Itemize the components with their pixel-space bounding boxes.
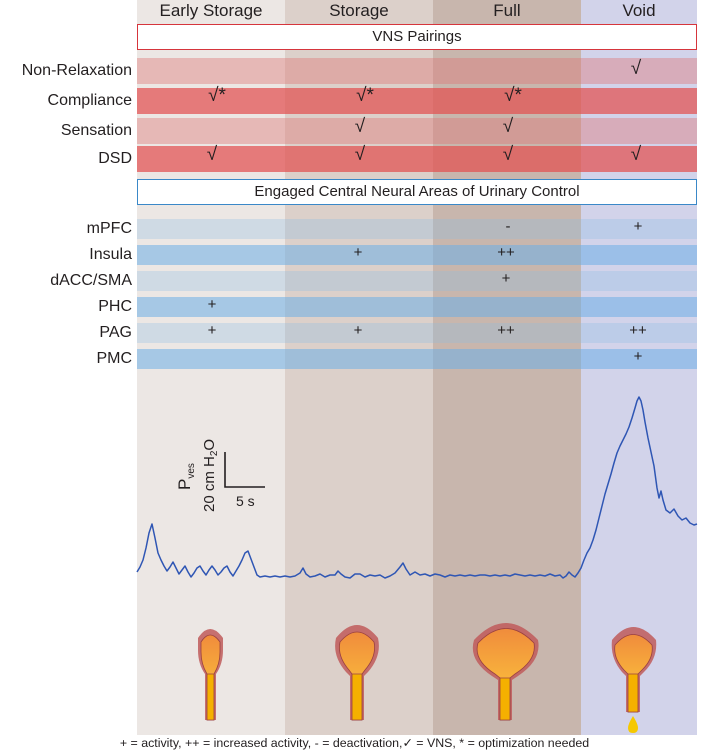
scale-bar: Pves 20 cm H2O 5 s — [175, 439, 265, 512]
scale-y-value: 20 cm H — [201, 456, 218, 512]
brain-cell: + — [207, 296, 217, 313]
phase-header-early-storage: Early Storage — [159, 1, 263, 20]
vns-row-label-compliance: Compliance — [47, 92, 132, 109]
brain-row-band — [137, 245, 697, 265]
brain-cell: ++ — [629, 322, 647, 339]
vns-row-band — [137, 88, 697, 114]
brain-row-band — [137, 219, 697, 239]
vns-cell: √ — [354, 144, 366, 165]
vns-pairings-title: VNS Pairings — [137, 24, 697, 50]
brain-cell: + — [207, 322, 217, 339]
scale-y-label-sub: ves — [186, 463, 197, 479]
brain-cell: + — [633, 218, 643, 235]
brain-label-pag: PAG — [99, 324, 132, 341]
vns-cell: √ — [206, 144, 218, 165]
vns-cell: √ — [354, 116, 366, 137]
brain-cell: ++ — [497, 244, 515, 261]
vns-cell: √* — [504, 85, 522, 106]
vns-cell: √ — [630, 144, 642, 165]
scale-y-label: P — [175, 479, 194, 490]
brain-label-insula: Insula — [89, 246, 132, 263]
phase-header-full: Full — [493, 1, 521, 20]
bladder-early-storage-icon — [198, 629, 223, 721]
brain-cell: + — [353, 322, 363, 339]
brain-cell: - — [505, 218, 511, 235]
bladder-void-icon — [611, 627, 657, 713]
vns-row-label-dsd: DSD — [98, 150, 132, 167]
phase-header-void: Void — [622, 1, 656, 20]
brain-label-pmc: PMC — [96, 350, 132, 367]
bladder-storage-icon — [335, 625, 379, 721]
brain-cell: + — [633, 348, 643, 365]
vns-cell: √* — [356, 85, 374, 106]
scale-y-value-end: O — [201, 439, 218, 451]
scale-y-value-sub: 2 — [209, 450, 220, 456]
brain-row-band — [137, 349, 697, 369]
brain-row-band — [137, 323, 697, 343]
urine-droplet-icon — [628, 716, 638, 733]
brain-cell: + — [501, 270, 511, 287]
vns-row-band — [137, 58, 697, 84]
vns-cell: √ — [502, 116, 514, 137]
brain-row-band — [137, 271, 697, 291]
vns-cell: √ — [502, 144, 514, 165]
pressure-trace-line — [136, 396, 698, 579]
brain-label-dacc-sma: dACC/SMA — [50, 272, 132, 289]
vns-row-band — [137, 146, 697, 172]
vns-row-label-sensation: Sensation — [60, 122, 132, 139]
scale-x-value: 5 s — [236, 493, 255, 509]
bladder-full-icon — [472, 623, 539, 721]
vns-cell: √ — [630, 58, 642, 79]
brain-label-mpfc: mPFC — [86, 220, 132, 237]
phase-header-storage: Storage — [329, 1, 389, 20]
vns-row-band — [137, 118, 697, 144]
vns-row-label-non-relaxation: Non-Relaxation — [21, 62, 132, 79]
brain-cell: ++ — [497, 322, 515, 339]
svg-text:20 cm H2O: 20 cm H2O — [201, 439, 220, 512]
legend-footnote: + = activity, ++ = increased activity, -… — [119, 736, 590, 750]
brain-label-phc: PHC — [98, 298, 132, 315]
vns-cell: √* — [208, 85, 226, 106]
brain-cell: + — [353, 244, 363, 261]
neural-areas-title: Engaged Central Neural Areas of Urinary … — [137, 179, 697, 205]
svg-text:Pves: Pves — [175, 463, 197, 490]
brain-row-band — [137, 297, 697, 317]
